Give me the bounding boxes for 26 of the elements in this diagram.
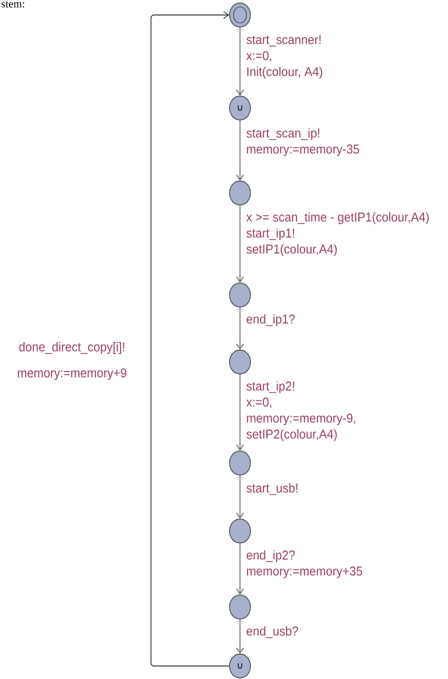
- edge-label: done_direct_copy[i]! memory:=memory+9: [18, 342, 126, 380]
- state-circle: [229, 518, 251, 544]
- arrow: [236, 618, 244, 654]
- edge-label: end_ip1?: [246, 314, 295, 326]
- state-circle: [229, 450, 251, 476]
- arrow: [236, 26, 244, 96]
- edge-label: start_scan_ip! memory:=memory-35: [246, 128, 360, 156]
- arrow: [236, 204, 244, 283]
- state-circle: [229, 350, 251, 374]
- edge-label: x >= scan_time - getIP1(colour,A4) start_ip1! setIP1(colour,A4): [246, 212, 429, 256]
- arrow: [236, 374, 244, 451]
- text: stem:: [2, 1, 24, 8]
- arrow: [236, 120, 244, 181]
- arrow: [150, 11, 230, 666]
- edge-label: start_usb!: [246, 483, 298, 496]
- initial-state-circle: [229, 2, 251, 28]
- edge-label: start_ip2! x:=0, memory:=memory-9, setIP2(colour,A4): [246, 381, 356, 442]
- state-circle: [229, 282, 251, 308]
- edge-label: end_usb?: [246, 626, 298, 638]
- arrow: [236, 474, 244, 519]
- arrow: [236, 542, 244, 595]
- state-circle: [229, 594, 251, 620]
- state-circle: [229, 180, 251, 206]
- edge-label: start_scanner! x:=0, Init(colour, A4): [246, 35, 322, 79]
- arrow: [236, 306, 244, 350]
- edge-label: end_ip2? memory:=memory+35: [246, 550, 362, 578]
